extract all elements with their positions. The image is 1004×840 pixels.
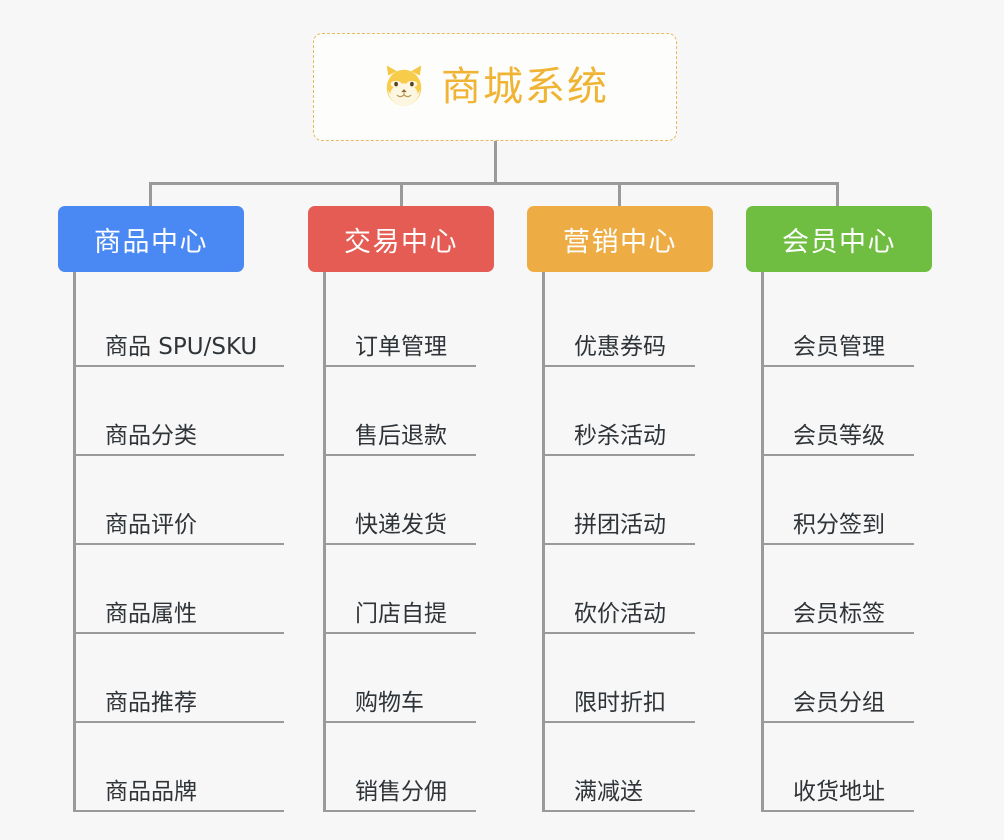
branch-header-marketing-center[interactable]: 营销中心 <box>527 206 713 272</box>
leaf-label: 商品分类 <box>105 422 197 449</box>
connector-drop-2 <box>618 182 621 206</box>
leaf-label: 商品品牌 <box>105 778 197 805</box>
branch-body-product-center: 商品 SPU/SKU 商品分类商品评价商品属性商品推荐商品品牌 <box>73 272 284 812</box>
branch-header-trade-center[interactable]: 交易中心 <box>308 206 494 272</box>
leaf-label: 拼团活动 <box>574 511 666 538</box>
leaf-item[interactable]: 快递发货 <box>326 456 476 545</box>
leaf-item[interactable]: 商品推荐 <box>76 634 284 723</box>
leaf-item[interactable]: 满减送 <box>545 723 695 812</box>
leaf-label: 商品评价 <box>105 511 197 538</box>
leaf-item[interactable]: 商品分类 <box>76 367 284 456</box>
shiba-dog-face-icon <box>386 65 422 106</box>
leaf-item[interactable]: 门店自提 <box>326 545 476 634</box>
leaf-item[interactable]: 积分签到 <box>764 456 914 545</box>
leaf-label: 积分签到 <box>793 511 885 538</box>
leaf-item[interactable]: 收货地址 <box>764 723 914 812</box>
leaf-item[interactable]: 会员标签 <box>764 545 914 634</box>
leaf-label: 限时折扣 <box>574 689 666 716</box>
branch-column-product-center: 商品中心商品 SPU/SKU 商品分类商品评价商品属性商品推荐商品品牌 <box>58 206 284 812</box>
branch-column-marketing-center: 营销中心优惠券码秒杀活动拼团活动砍价活动限时折扣满减送 <box>527 206 713 812</box>
leaf-item[interactable]: 售后退款 <box>326 367 476 456</box>
leaf-item[interactable]: 限时折扣 <box>545 634 695 723</box>
leaf-label: 会员管理 <box>793 333 885 360</box>
leaf-item[interactable]: 优惠券码 <box>545 278 695 367</box>
leaf-label: 购物车 <box>355 689 424 716</box>
root-title: 商城系统 <box>441 64 609 110</box>
branch-body-member-center: 会员管理会员等级积分签到会员标签会员分组收货地址 <box>761 272 932 812</box>
leaf-label: 会员标签 <box>793 600 885 627</box>
leaf-item[interactable]: 会员管理 <box>764 278 914 367</box>
branch-header-product-center[interactable]: 商品中心 <box>58 206 244 272</box>
leaf-item[interactable]: 商品评价 <box>76 456 284 545</box>
leaf-item[interactable]: 会员分组 <box>764 634 914 723</box>
branch-column-trade-center: 交易中心订单管理售后退款快递发货门店自提购物车销售分佣 <box>308 206 494 812</box>
branch-header-member-center[interactable]: 会员中心 <box>746 206 932 272</box>
leaf-item[interactable]: 商品 SPU/SKU <box>76 278 284 367</box>
leaf-label: 优惠券码 <box>574 333 666 360</box>
leaf-label: 快递发货 <box>355 511 447 538</box>
leaf-item[interactable]: 商品品牌 <box>76 723 284 812</box>
leaf-item[interactable]: 销售分佣 <box>326 723 476 812</box>
branch-body-trade-center: 订单管理售后退款快递发货门店自提购物车销售分佣 <box>323 272 494 812</box>
leaf-label: 销售分佣 <box>355 778 447 805</box>
leaf-label: 砍价活动 <box>574 600 666 627</box>
leaf-label: 收货地址 <box>793 778 885 805</box>
leaf-item[interactable]: 会员等级 <box>764 367 914 456</box>
leaf-label: 满减送 <box>574 778 643 805</box>
leaf-label: 会员等级 <box>793 422 885 449</box>
leaf-item[interactable]: 购物车 <box>326 634 476 723</box>
connector-root-stem <box>494 141 497 184</box>
leaf-label: 秒杀活动 <box>574 422 666 449</box>
leaf-label: 商品属性 <box>105 600 197 627</box>
leaf-label: 会员分组 <box>793 689 885 716</box>
connector-drop-3 <box>836 182 839 206</box>
leaf-item[interactable]: 拼团活动 <box>545 456 695 545</box>
branch-body-marketing-center: 优惠券码秒杀活动拼团活动砍价活动限时折扣满减送 <box>542 272 713 812</box>
leaf-label: 商品推荐 <box>105 689 197 716</box>
leaf-label: 售后退款 <box>355 422 447 449</box>
leaf-label: 门店自提 <box>355 600 447 627</box>
leaf-item[interactable]: 砍价活动 <box>545 545 695 634</box>
leaf-item[interactable]: 商品属性 <box>76 545 284 634</box>
root-node[interactable]: 商城系统 <box>313 33 677 141</box>
connector-drop-0 <box>149 182 152 206</box>
branch-column-member-center: 会员中心会员管理会员等级积分签到会员标签会员分组收货地址 <box>746 206 932 812</box>
leaf-label: 商品 SPU/SKU <box>105 333 258 360</box>
connector-horizontal-bus <box>149 182 838 185</box>
leaf-item[interactable]: 订单管理 <box>326 278 476 367</box>
leaf-item[interactable]: 秒杀活动 <box>545 367 695 456</box>
connector-drop-1 <box>400 182 403 206</box>
leaf-label: 订单管理 <box>355 333 447 360</box>
